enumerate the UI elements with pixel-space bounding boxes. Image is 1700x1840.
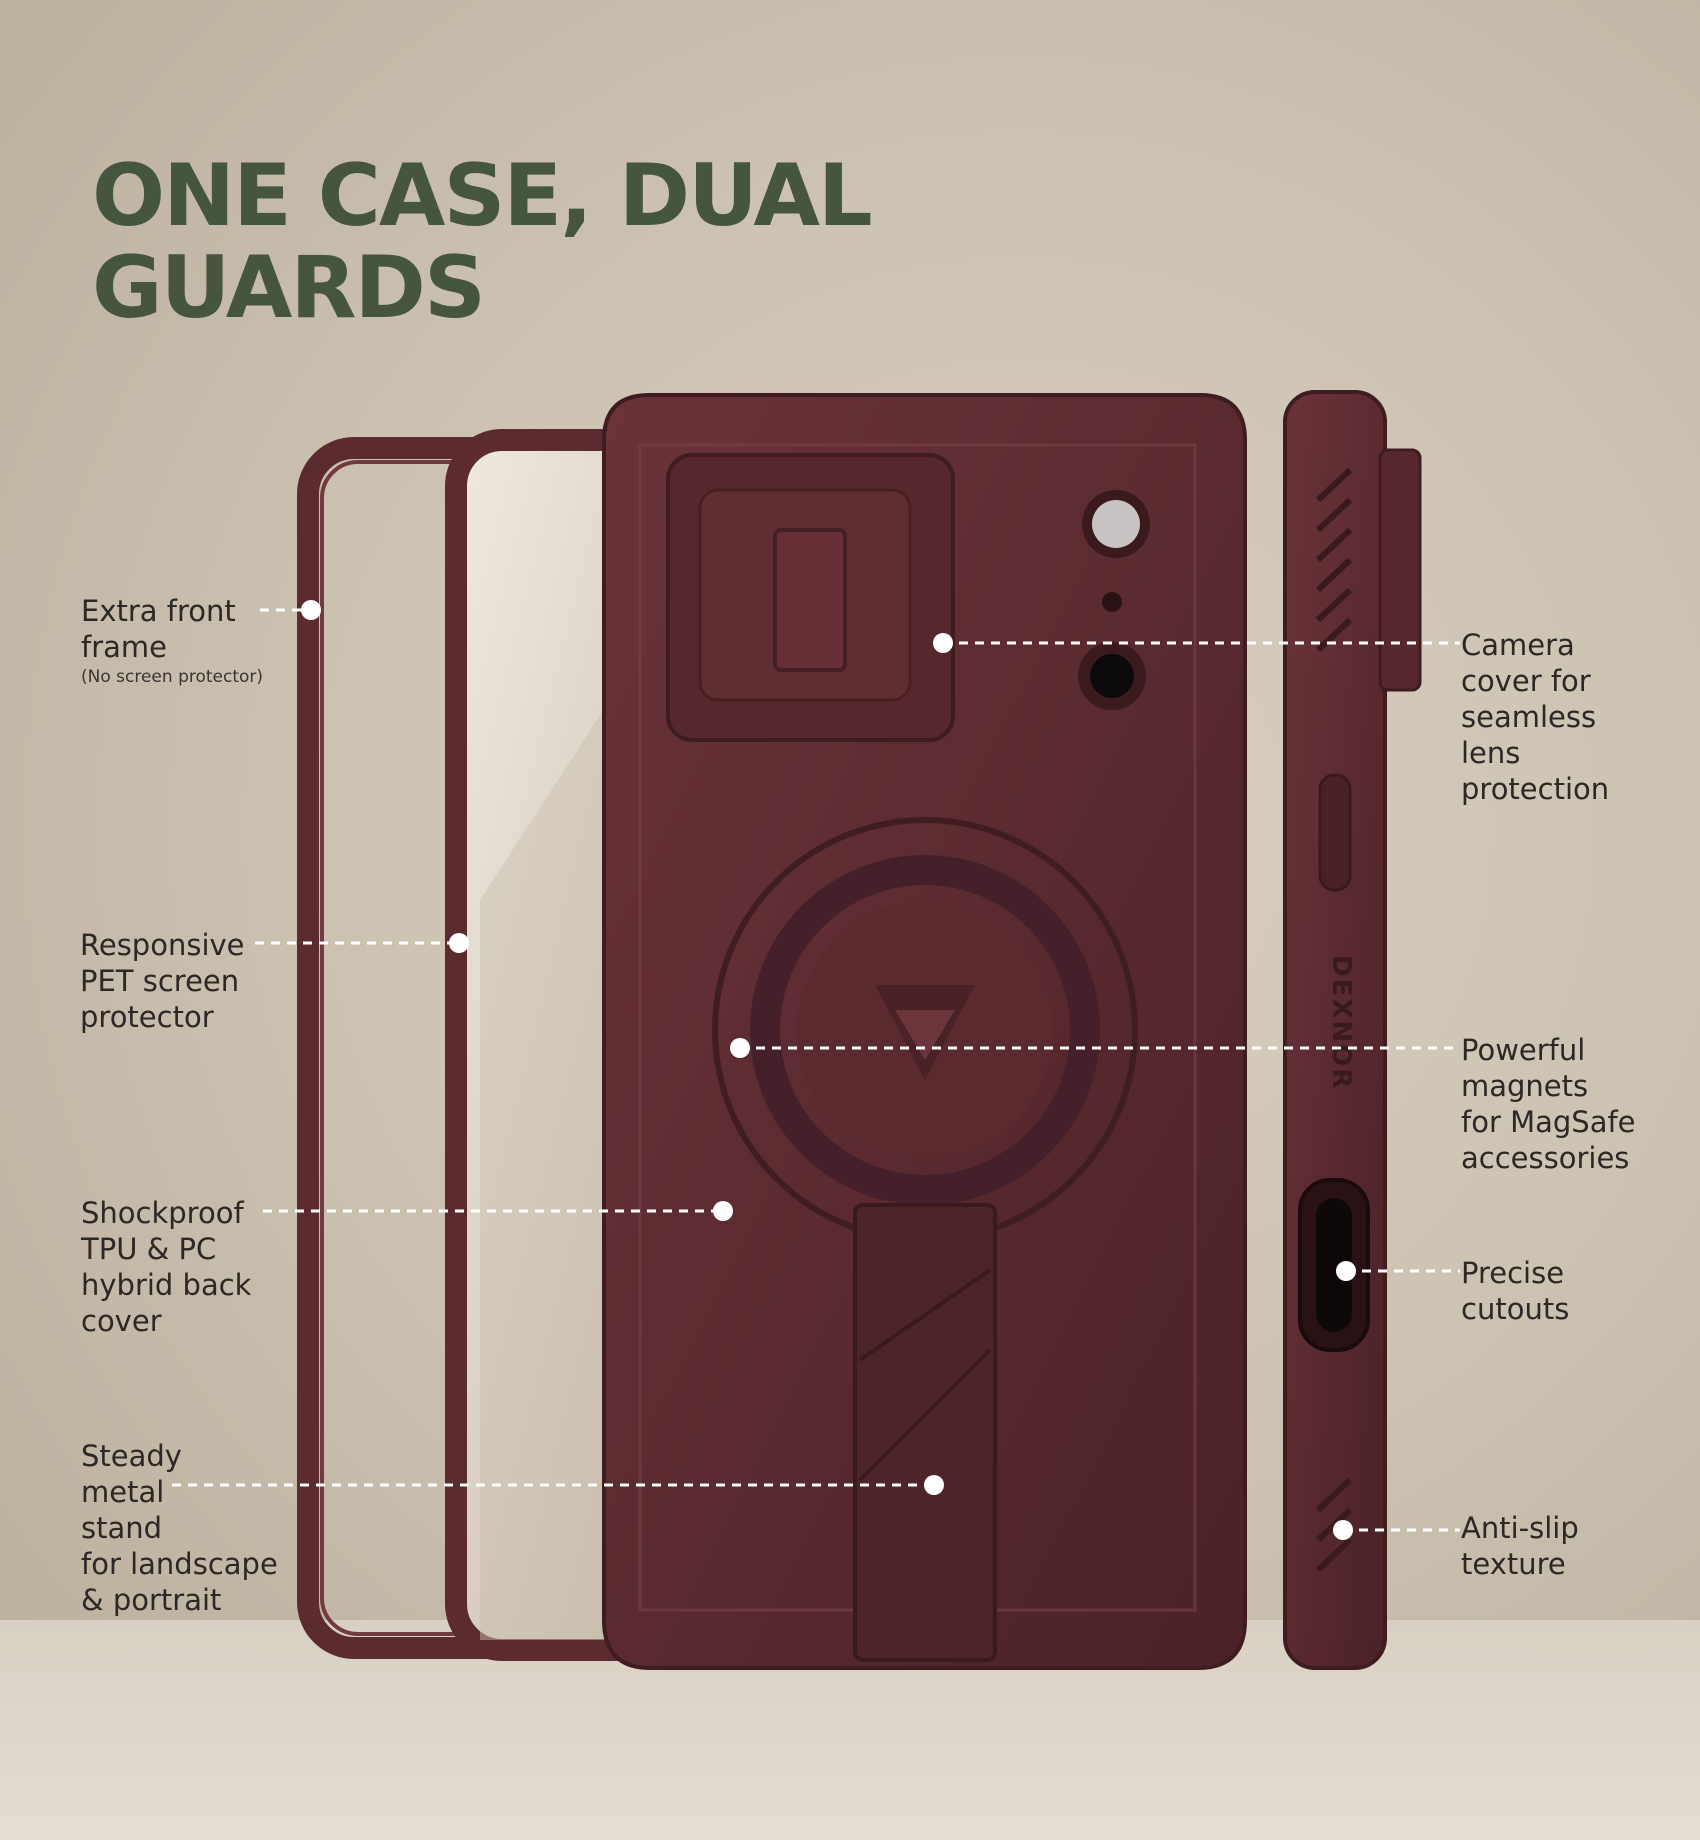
callout-line: Anti-slip: [1461, 1511, 1579, 1545]
callout-line: lens: [1461, 736, 1521, 770]
callout-line: TPU & PC: [81, 1232, 217, 1266]
callout-line: for MagSafe: [1461, 1105, 1636, 1139]
callout-line: seamless: [1461, 700, 1597, 734]
headline: ONE CASE, DUAL GUARDS: [92, 150, 992, 334]
callout-screen-protector: Responsive PET screen protector: [80, 927, 245, 1035]
callout-front-frame: Extra front frame (No screen protector): [81, 593, 263, 689]
headline-line-1: ONE CASE, DUAL: [92, 146, 873, 246]
dot-camera-cover: [933, 633, 953, 653]
dot-cutouts: [1336, 1261, 1356, 1281]
callout-note: (No screen protector): [81, 667, 264, 687]
callout-line: Shockproof: [81, 1196, 244, 1230]
callout-line: PET screen: [80, 964, 240, 998]
callout-back-cover: Shockproof TPU & PC hybrid back cover: [81, 1195, 251, 1339]
dot-screen-protector: [449, 933, 469, 953]
back-cover: [602, 393, 1247, 1670]
brand-side-text: DEXNOR: [1326, 955, 1356, 1090]
callout-line: & portrait: [81, 1583, 222, 1617]
dot-texture: [1333, 1520, 1353, 1540]
callout-line: hybrid back: [81, 1268, 252, 1302]
callout-cutouts: Precise cutouts: [1461, 1255, 1569, 1327]
callout-line: cutouts: [1461, 1292, 1570, 1326]
callout-line: Precise: [1461, 1256, 1565, 1290]
callout-line: frame: [81, 630, 167, 664]
headline-line-2: GUARDS: [92, 238, 486, 338]
callout-magnets: Powerful magnets for MagSafe accessories: [1461, 1032, 1636, 1176]
dot-stand: [924, 1475, 944, 1495]
callout-line: magnets: [1461, 1069, 1589, 1103]
callout-lines: [172, 608, 1460, 1532]
callout-line: Powerful: [1461, 1033, 1586, 1067]
callout-texture: Anti-slip texture: [1461, 1510, 1579, 1582]
callout-stand: Steady metal stand for landscape & portr…: [81, 1438, 278, 1618]
dot-front-frame: [301, 600, 321, 620]
side-profile: DEXNOR: [1283, 390, 1422, 1670]
callout-line: protection: [1461, 772, 1610, 806]
callout-line: Camera: [1461, 628, 1575, 662]
callout-line: cover: [81, 1304, 162, 1338]
callout-camera-cover: Camera cover for seamless lens protectio…: [1461, 627, 1609, 807]
dot-magnets: [730, 1038, 750, 1058]
dot-back-cover: [713, 1201, 733, 1221]
callout-line: Steady: [81, 1439, 182, 1473]
callout-line: for landscape: [81, 1547, 278, 1581]
callout-line: stand: [81, 1511, 163, 1545]
callout-line: texture: [1461, 1547, 1566, 1581]
callout-dots: [301, 600, 1356, 1540]
callout-line: Responsive: [80, 928, 245, 962]
callout-line: metal: [81, 1475, 165, 1509]
callout-line: protector: [80, 1000, 214, 1034]
callout-line: accessories: [1461, 1141, 1630, 1175]
callout-line: cover for: [1461, 664, 1591, 698]
callout-line: Extra front: [81, 594, 236, 628]
